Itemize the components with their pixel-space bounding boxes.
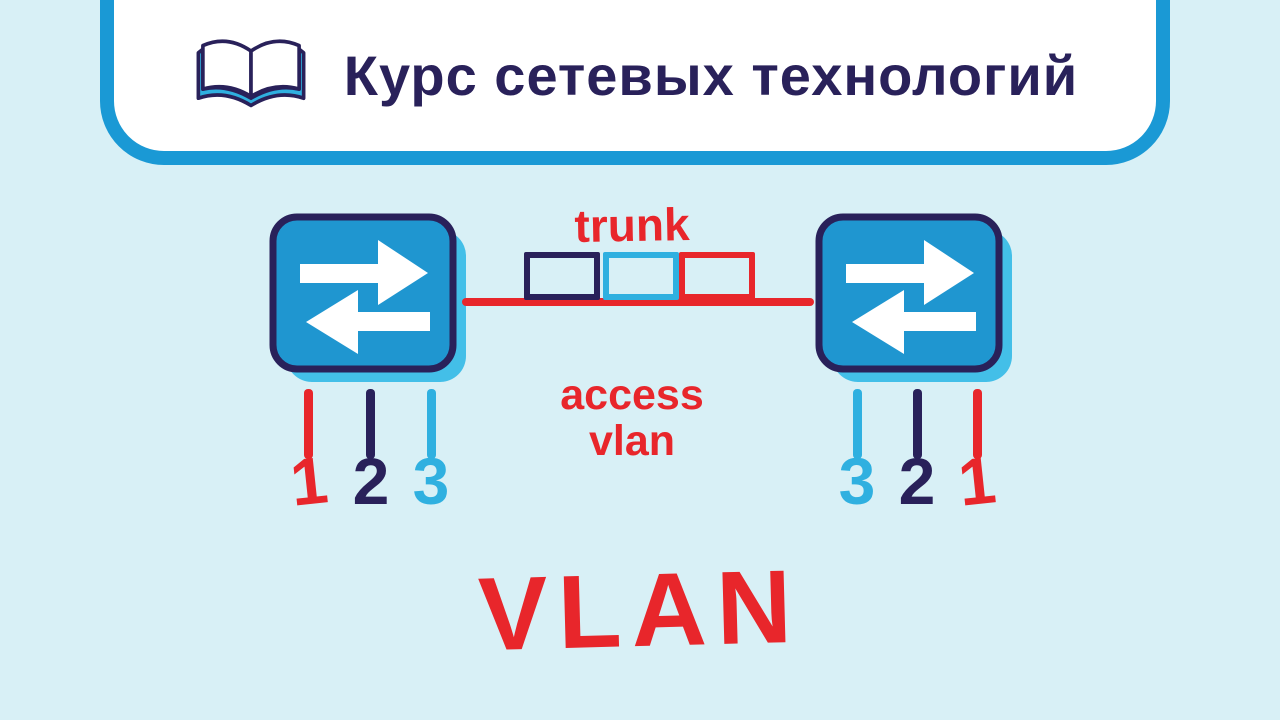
open-book-icon bbox=[196, 38, 306, 107]
access-vlan-label: access vlan bbox=[482, 372, 782, 464]
left-port-number-3: 3 bbox=[412, 444, 450, 518]
right-port-number-1: 1 bbox=[954, 442, 1000, 520]
left-port-line-2 bbox=[366, 389, 375, 459]
right-port-number-3: 3 bbox=[838, 444, 876, 518]
right-port-number-2: 2 bbox=[898, 444, 936, 518]
switch-arrows-icon bbox=[815, 213, 1012, 382]
vlan-frame-lightblue bbox=[603, 252, 679, 300]
left-port-line-3 bbox=[427, 389, 436, 459]
right-port-line-2 bbox=[913, 389, 922, 459]
access-label-line1: access bbox=[560, 371, 704, 419]
left-port-number-2: 2 bbox=[352, 444, 390, 518]
switch-arrows-icon bbox=[269, 213, 466, 382]
vlan-frame-red bbox=[679, 252, 755, 300]
access-label-line2: vlan bbox=[588, 417, 676, 465]
trunk-label: trunk bbox=[574, 198, 690, 252]
header-banner: Курс сетевых технологий bbox=[100, 0, 1170, 165]
trunk-line bbox=[462, 298, 814, 306]
vlan-title: VLAN bbox=[476, 548, 803, 674]
switch-left bbox=[268, 212, 468, 384]
left-port-line-1 bbox=[304, 389, 313, 459]
right-port-line-1 bbox=[973, 389, 982, 459]
course-title: Курс сетевых технологий bbox=[343, 44, 1079, 107]
switch-right bbox=[814, 212, 1014, 384]
right-port-line-3 bbox=[853, 389, 862, 459]
vlan-frame-navy bbox=[524, 252, 600, 300]
